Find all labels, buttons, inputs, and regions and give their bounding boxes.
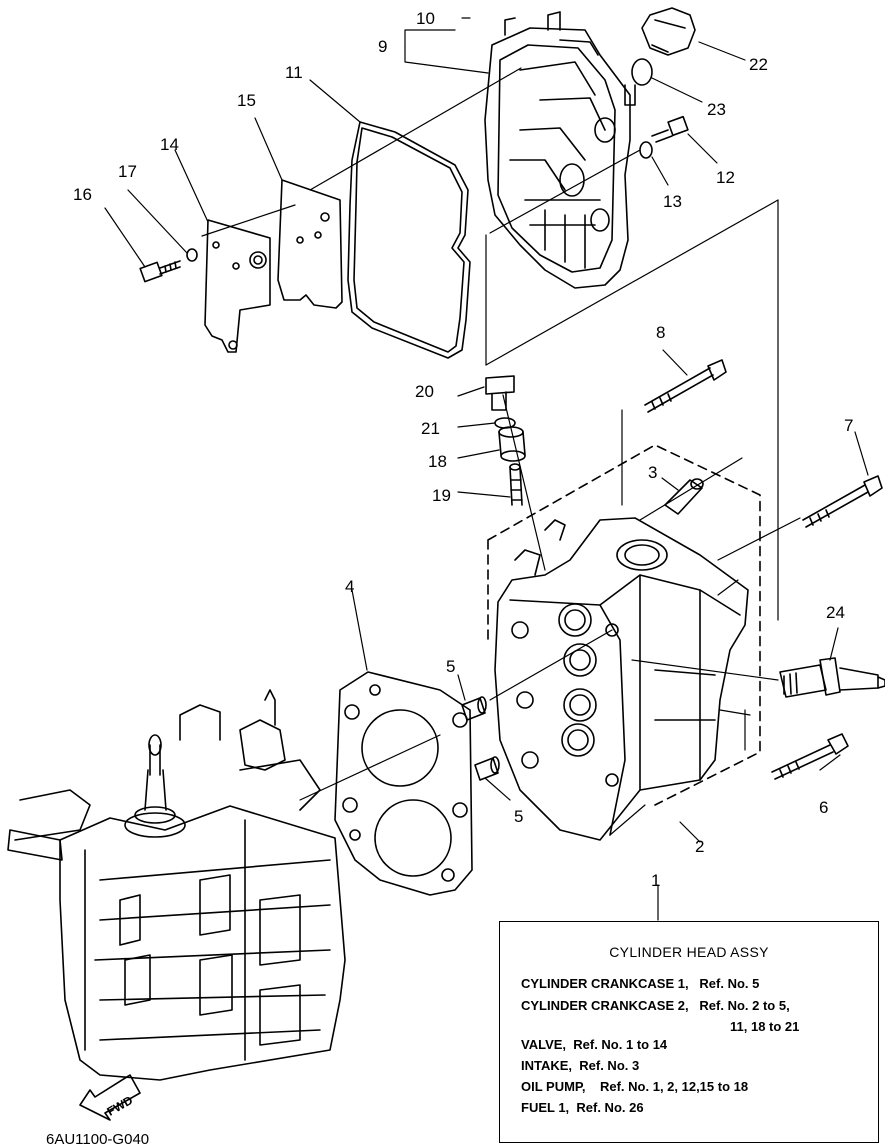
callout-8: 8 [656,323,665,342]
crankcase-block [7,689,346,1081]
callout-4: 4 [345,577,354,596]
callout-3: 3 [648,463,657,482]
washer-17 [186,248,198,262]
oil-filler-cap [641,7,696,56]
callout-16: 16 [73,185,92,204]
legend-line-7: FUEL 1, Ref. No. 26 [521,1100,644,1115]
cylinder-head [494,517,749,841]
callout-12: 12 [716,168,735,187]
fitting-3 [664,478,704,515]
assembly-outline [487,444,761,806]
callout-labels: 1 2 3 4 5 5 6 7 8 9 10 11 12 13 14 15 16… [73,9,853,1119]
pin-19 [509,463,523,506]
callout-pointers [104,17,869,801]
figure-code: 6AU1100-G040 [46,1131,150,1148]
bolt-12 [651,115,689,143]
plug-20 [485,375,515,411]
callout-13: 13 [663,192,682,211]
bolt-8 [644,359,727,413]
dowel-pin-upper [461,696,487,721]
cover-plate [277,179,343,309]
callout-1: 1 [651,871,660,890]
callout-2: 2 [695,837,704,856]
callout-10: 10 [416,9,435,28]
spark-plug [779,657,885,698]
washer-13 [639,141,653,159]
assembly-legend: CYLINDER HEAD ASSY CYLINDER CRANKCASE 1,… [499,921,879,1143]
legend-line-5: INTAKE, Ref. No. 3 [521,1058,640,1073]
callout-23: 23 [707,100,726,119]
legend-line-6: OIL PUMP, Ref. No. 1, 2, 12,15 to 18 [521,1079,749,1094]
legend-line-2: CYLINDER CRANKCASE 2, Ref. No. 2 to 5, [521,998,790,1013]
legend-line-4: VALVE, Ref. No. 1 to 14 [521,1037,668,1052]
callout-18: 18 [428,452,447,471]
leader-lines [201,67,801,921]
head-gasket [334,671,473,896]
legend-line-3: 11, 18 to 21 [730,1019,800,1034]
callout-22: 22 [749,55,768,74]
fwd-arrow [79,1074,141,1121]
bracket-plate [204,219,271,353]
callout-24: 24 [826,603,845,622]
callout-7: 7 [844,416,853,435]
dowel-pin-lower [474,756,500,781]
callout-5-upper: 5 [446,657,455,676]
o-ring-23 [631,58,653,86]
legend-title: CYLINDER HEAD ASSY [609,944,769,960]
cylinder-head-cover [484,11,636,289]
callout-14: 14 [160,135,179,154]
fwd-label: FWD [105,1093,136,1119]
callout-5-lower: 5 [514,807,523,826]
callout-15: 15 [237,91,256,110]
callout-6: 6 [819,798,828,817]
callout-17: 17 [118,162,137,181]
callout-11: 11 [285,63,303,82]
callout-19: 19 [432,486,451,505]
bolt-16 [139,260,181,283]
cover-gasket [347,121,471,359]
callout-20: 20 [415,382,434,401]
bolt-6 [771,733,849,780]
callout-21: 21 [421,419,440,438]
legend-line-1: CYLINDER CRANKCASE 1, Ref. No. 5 [521,976,760,991]
bolt-7 [802,475,883,528]
callout-9: 9 [378,37,387,56]
